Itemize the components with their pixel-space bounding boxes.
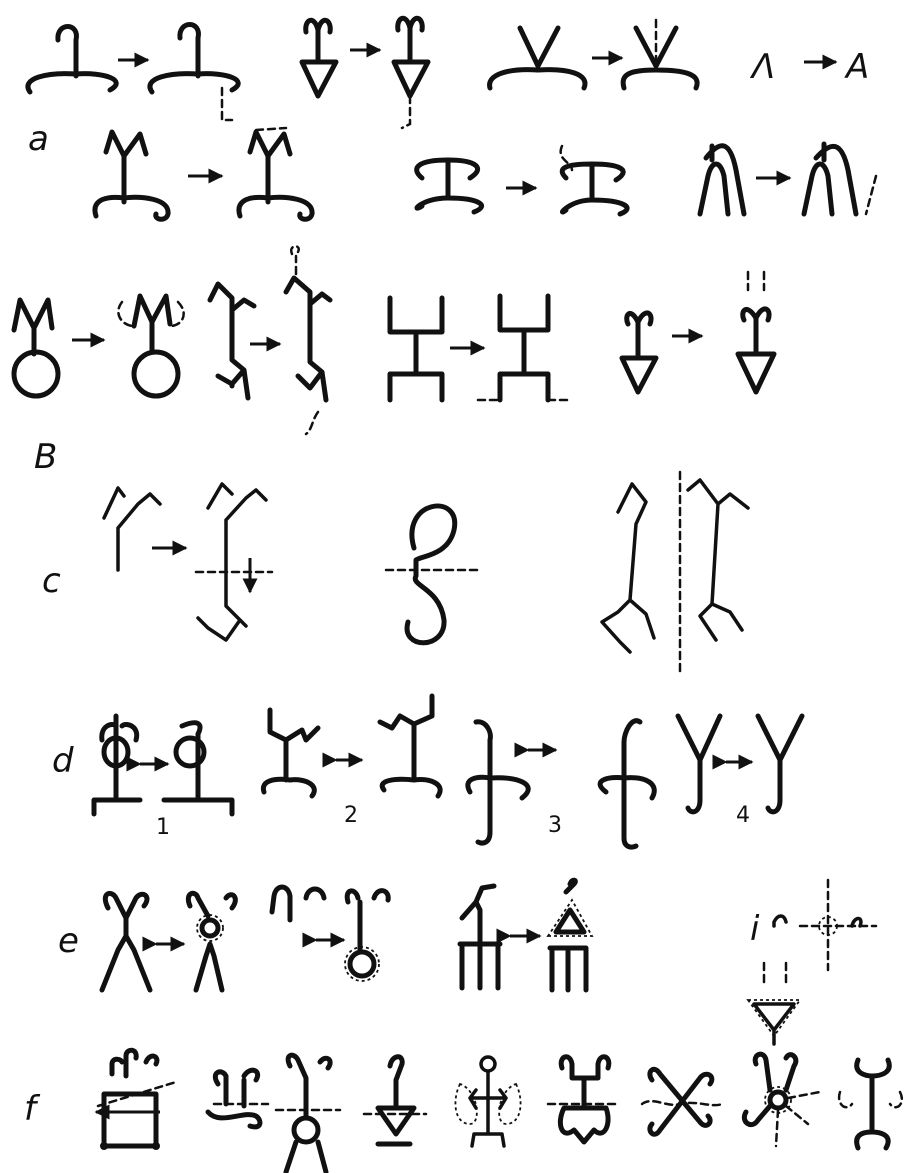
glyph-i-extra: i bbox=[748, 880, 876, 1044]
row-label-a: a bbox=[28, 119, 49, 159]
glyph-f-hook bbox=[208, 1070, 268, 1127]
pair-number-4: 4 bbox=[736, 803, 750, 828]
glyph-mirror-pair bbox=[602, 472, 748, 676]
row-c bbox=[104, 472, 748, 676]
glyph-phi-pair: 1 bbox=[94, 716, 232, 840]
row-a-line1: Λ A bbox=[28, 18, 869, 128]
glyph-circle-y-dashed bbox=[118, 296, 183, 396]
row-label-d: d bbox=[52, 741, 74, 781]
glyph-triangle-curl-pair bbox=[622, 313, 656, 392]
glyph-hook-base-extended bbox=[150, 25, 238, 121]
glyph-h-figure-dashed bbox=[478, 296, 570, 400]
glyph-f-stick-figure bbox=[455, 1057, 520, 1146]
glyph-zigzag-figure-dashed bbox=[286, 246, 330, 434]
glyph-comb-triangle-pair bbox=[460, 880, 592, 990]
glyph-pair-2: 2 bbox=[263, 696, 440, 828]
glyph-triangle-horns bbox=[302, 20, 336, 96]
pair-number-3: 3 bbox=[548, 813, 562, 838]
glyph-arch bbox=[700, 146, 744, 214]
row-label-e: e bbox=[58, 921, 79, 961]
row-a-line2 bbox=[95, 128, 876, 219]
glyph-x-figure-pair bbox=[102, 893, 235, 990]
row-label-b: B bbox=[34, 437, 57, 477]
glyph-f-x-cross bbox=[642, 1069, 722, 1134]
row-d: 1 2 3 4 bbox=[94, 696, 802, 847]
glyph-hook-base bbox=[28, 27, 116, 93]
glyph-s-rotation bbox=[386, 506, 482, 643]
row-label-c: c bbox=[42, 561, 61, 601]
glyph-y-curled-base-dashed bbox=[239, 128, 312, 219]
glyph-zigzag-figure bbox=[210, 284, 254, 398]
glyph-pair-3: 3 bbox=[468, 721, 654, 847]
glyph-v-base bbox=[490, 28, 585, 88]
label-i: i bbox=[750, 909, 760, 949]
glyph-f-i-curls bbox=[839, 1060, 902, 1148]
glyph-h-figure bbox=[390, 298, 442, 400]
glyph-y-curled-base bbox=[95, 132, 168, 219]
glyph-triangle-curl-pair-dashed bbox=[738, 272, 774, 392]
row-f bbox=[96, 1050, 902, 1172]
row-e: i bbox=[102, 880, 876, 1044]
glyph-curl-circle-pair bbox=[272, 887, 388, 981]
glyph-y-stem bbox=[104, 488, 160, 570]
glyph-pair-4: 4 bbox=[678, 716, 802, 828]
glyph-triangle-horns-extended bbox=[394, 18, 428, 128]
glyph-f-circle-triangle bbox=[276, 1055, 340, 1172]
glyph-f-box bbox=[96, 1050, 176, 1150]
letter-lambda: Λ bbox=[749, 47, 775, 87]
glyph-i-curls bbox=[417, 160, 482, 212]
glyph-i-curls-dashed bbox=[561, 146, 627, 214]
glyph-f-heart bbox=[548, 1057, 620, 1142]
glyph-f-triangle-curl bbox=[364, 1057, 426, 1144]
row-label-f: f bbox=[24, 1089, 41, 1129]
glyph-f-star-circle bbox=[744, 1054, 820, 1146]
pair-number-2: 2 bbox=[344, 803, 358, 828]
glyph-v-base-axis bbox=[623, 20, 697, 88]
row-b bbox=[14, 246, 774, 434]
pair-number-1: 1 bbox=[156, 815, 170, 840]
glyph-circle-y bbox=[14, 300, 58, 396]
glyph-y-mirrored-axis bbox=[196, 484, 272, 640]
glyph-arch-dashed bbox=[804, 144, 876, 214]
letter-a: A bbox=[844, 47, 869, 87]
